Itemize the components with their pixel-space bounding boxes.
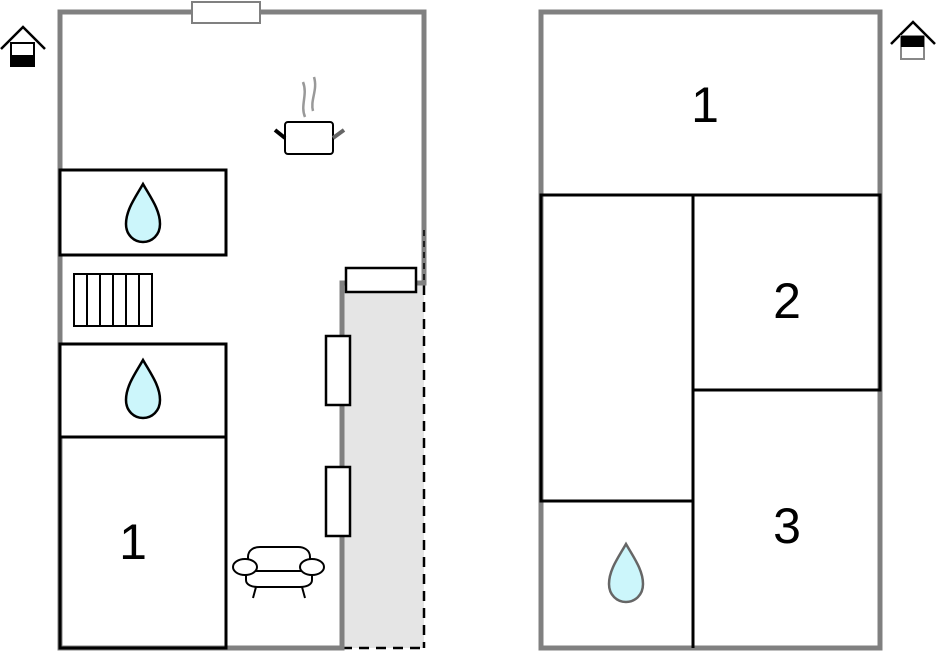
bedroom-label: 1 [691, 77, 719, 133]
stairs-icon [73, 273, 153, 327]
bedroom [58, 435, 228, 650]
terrace [342, 283, 424, 648]
cooking-pot-icon [273, 76, 346, 155]
house-upper-floor-icon [890, 20, 936, 60]
door [324, 465, 352, 538]
ground-floor-plan: 1 [0, 1, 427, 651]
window [344, 266, 418, 294]
outer-wall [57, 9, 427, 651]
bedroom-label: 2 [773, 273, 801, 329]
water-drop-icon [607, 542, 645, 604]
door [324, 334, 352, 407]
bedroom-label: 3 [773, 498, 801, 554]
window [191, 1, 261, 24]
bedroom-2 [691, 193, 882, 392]
bedroom-label: 1 [119, 514, 147, 570]
armchair-icon [232, 546, 325, 599]
house-ground-floor-icon [0, 25, 46, 67]
room [539, 193, 695, 503]
upper-floor-plan: 1 2 3 [538, 9, 936, 651]
